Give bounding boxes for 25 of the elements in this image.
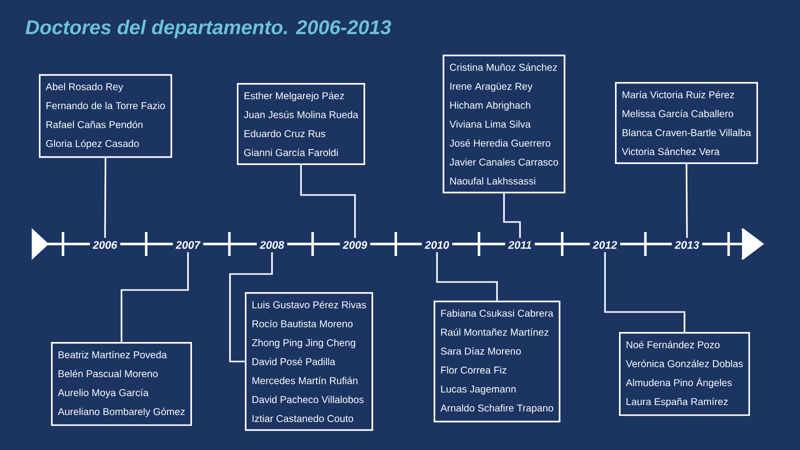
connector-line [503, 193, 521, 238]
name-list-box: María Victoria Ruiz Pérez Melissa García Caballero Blanca Craven-Bartle Villalba Victoria Sánchez Vera [615, 82, 758, 164]
year-label: 2013 [672, 238, 702, 252]
name-list-box: Noé Fernández Pozo Verónica González Doblas Almudena Pino Ángeles Laura España Ramírez [619, 332, 750, 416]
name-list-box: Abel Rosado Rey Fernando de la Torre Fazio Rafael Cañas Pendón Gloria López Casado [38, 74, 172, 158]
title: Doctores del departamento. 2006-2013 [26, 20, 392, 38]
year-label: 2006 [90, 238, 120, 252]
year-label: 2007 [172, 238, 204, 252]
connector-line [120, 252, 189, 342]
name-list-box: Beatriz Martínez Poveda Belén Pascual Moreno Aurelio Moya García Aureliano Bombarely Gómez [51, 342, 192, 426]
connector-line [436, 252, 498, 301]
connector-line [104, 158, 106, 238]
year-label: 2009 [340, 238, 370, 252]
year-label: 2008 [256, 238, 288, 252]
connector-line [604, 252, 686, 332]
name-list-box: Esther Melgarejo Páez Juan Jesús Molina Rueda Eduardo Cruz Rus Gianni García Faroldi [236, 83, 366, 165]
name-list-box: Fabiana Csukasi Cabrera Raúl Montañez Martínez Sara Díaz Moreno Flor Correa Fiz Lucas Jagemann Arnaldo Schafire Trapano [434, 300, 560, 422]
connector-line [686, 164, 688, 238]
year-label: 2012 [590, 238, 620, 252]
year-label: 2010 [422, 238, 452, 252]
year-label: 2011 [505, 238, 535, 252]
name-list-box: Luis Gustavo Pérez Rivas Rocío Bautista Moreno Zhong Ping Jing Cheng David Posé Padilla Mercedes Martín Rufián David Pacheco Villalobos Iztiar Castanedo Couto [244, 292, 374, 431]
name-list-box: Cristina Muñoz Sánchez Irene Aragüez Rey Hicham Abrighach Viviana Lima Silva José Heredia Guerrero Javier Canales Carrasco Naoufal Lakhssassi [442, 54, 566, 194]
connector-line [229, 252, 273, 362]
connector-line [300, 164, 356, 238]
